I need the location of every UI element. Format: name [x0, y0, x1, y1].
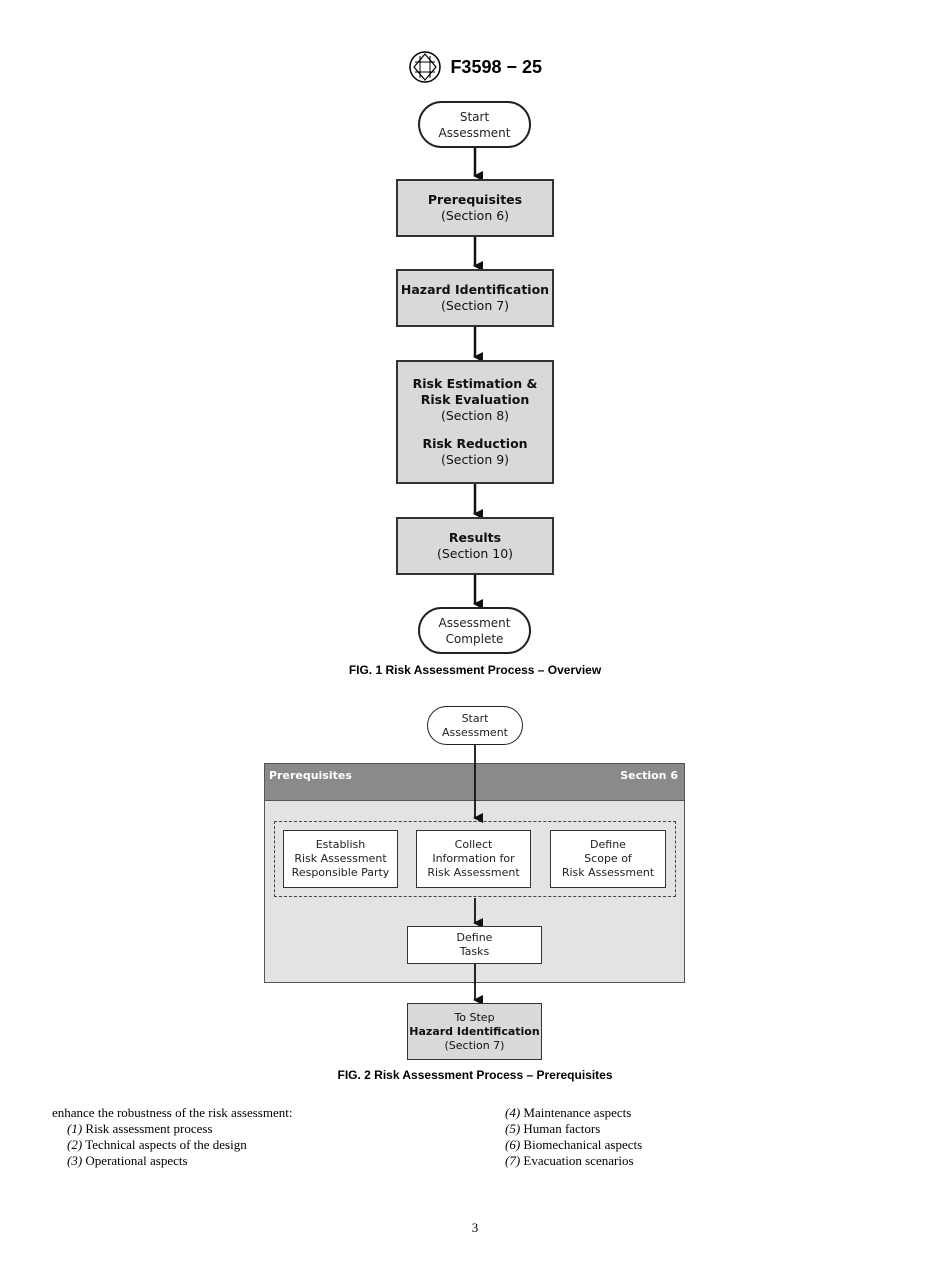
hazard-identification-box: Hazard Identification (Section 7)	[396, 269, 554, 327]
item-text: Evacuation scenarios	[523, 1153, 634, 1168]
risk-title1: Risk Estimation &	[412, 376, 538, 391]
prerequisites-box: Prerequisites (Section 6)	[396, 179, 554, 237]
box4-line1: Define	[456, 931, 493, 944]
hazard-section: (Section 7)	[440, 298, 510, 313]
panel-section: Section 6	[620, 769, 678, 782]
box2-line3: Risk Assessment	[427, 866, 520, 879]
fig1-start-terminal: Start Assessment	[418, 101, 531, 148]
list-item: (6) Biomechanical aspects	[505, 1137, 905, 1153]
body-right-column: (4) Maintenance aspects (5) Human factor…	[505, 1105, 905, 1169]
box3-line2: Scope of	[584, 852, 632, 865]
list-item: (2) Technical aspects of the design	[52, 1137, 472, 1153]
box1-line3: Responsible Party	[291, 866, 390, 879]
item-text: Biomechanical aspects	[523, 1137, 643, 1152]
risk-section1: (Section 8)	[440, 408, 510, 423]
fig2-start-line1: Start	[461, 711, 489, 725]
item-number: (7)	[505, 1153, 521, 1168]
next-line2: Hazard Identification	[409, 1024, 540, 1038]
item-text: Maintenance aspects	[523, 1105, 632, 1120]
fig2-connectors	[473, 745, 483, 1005]
astm-logo	[409, 51, 441, 83]
item-text: Technical aspects of the design	[85, 1137, 247, 1152]
box2-line1: Collect	[454, 838, 493, 851]
item-number: (2)	[67, 1137, 83, 1152]
box3-line1: Define	[590, 838, 626, 851]
box3-line3: Risk Assessment	[561, 866, 655, 879]
fig1-caption: FIG. 1 Risk Assessment Process – Overvie…	[348, 663, 602, 677]
item-number: (5)	[505, 1121, 521, 1136]
item-number: (4)	[505, 1105, 521, 1120]
list-item: (7) Evacuation scenarios	[505, 1153, 905, 1169]
start-line1: Start	[459, 109, 490, 124]
fig1-end-terminal: Assessment Complete	[418, 607, 531, 654]
define-scope-box: Define Scope of Risk Assessment	[550, 830, 666, 888]
next-line1: To Step	[454, 1010, 495, 1024]
risk-title2: Risk Evaluation	[420, 392, 530, 407]
item-number: (1)	[67, 1121, 83, 1136]
item-text: Operational aspects	[85, 1153, 188, 1168]
item-text: Risk assessment process	[85, 1121, 213, 1136]
box1-line1: Establish	[315, 838, 366, 851]
risk-title3: Risk Reduction	[422, 436, 528, 451]
results-box: Results (Section 10)	[396, 517, 554, 575]
fig2-caption: FIG. 2 Risk Assessment Process – Prerequ…	[337, 1068, 613, 1082]
box4-line2: Tasks	[459, 945, 490, 958]
standard-code: F3598 − 25	[450, 56, 543, 77]
results-section: (Section 10)	[436, 546, 514, 561]
box2-line2: Information for	[432, 852, 515, 865]
collect-information-box: Collect Information for Risk Assessment	[416, 830, 531, 888]
box1-line2: Risk Assessment	[294, 852, 387, 865]
end-line1: Assessment	[438, 615, 511, 630]
panel-title: Prerequisites	[269, 769, 352, 782]
item-text: Human factors	[523, 1121, 601, 1136]
body-left-column: enhance the robustness of the risk asses…	[52, 1105, 472, 1169]
prerequisites-title: Prerequisites	[427, 192, 523, 207]
page-number: 3	[471, 1220, 479, 1235]
results-title: Results	[448, 530, 502, 545]
list-item: (4) Maintenance aspects	[505, 1105, 905, 1121]
to-step-box: To Step Hazard Identification (Section 7…	[407, 1003, 542, 1060]
page-header: F3598 − 25	[0, 50, 950, 84]
hazard-title: Hazard Identification	[400, 282, 550, 297]
risk-estimation-box: Risk Estimation & Risk Evaluation (Secti…	[396, 360, 554, 484]
list-item: (5) Human factors	[505, 1121, 905, 1137]
fig2-start-line2: Assessment	[442, 725, 508, 739]
risk-section2: (Section 9)	[440, 452, 510, 467]
item-number: (6)	[505, 1137, 521, 1152]
intro-text: enhance the robustness of the risk asses…	[52, 1105, 293, 1120]
end-line2: Complete	[445, 631, 504, 646]
list-item: (1) Risk assessment process	[52, 1121, 472, 1137]
item-number: (3)	[67, 1153, 83, 1168]
start-line2: Assessment	[438, 125, 511, 140]
define-tasks-box: Define Tasks	[407, 926, 542, 964]
establish-party-box: Establish Risk Assessment Responsible Pa…	[283, 830, 398, 888]
next-line3: (Section 7)	[444, 1038, 505, 1052]
fig2-start-terminal: Start Assessment	[427, 706, 523, 745]
list-item: (3) Operational aspects	[52, 1153, 472, 1169]
fig1-connectors	[473, 148, 483, 609]
prerequisites-section: (Section 6)	[440, 208, 510, 223]
